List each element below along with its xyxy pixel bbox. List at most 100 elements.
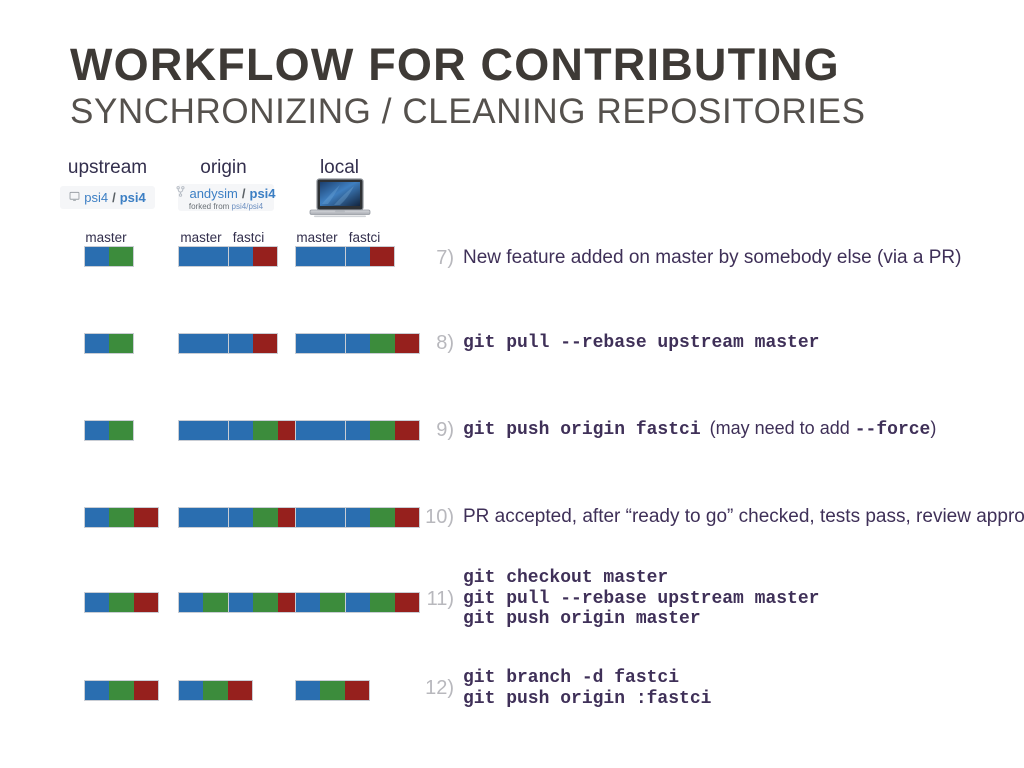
branch-label-upstream-master: master bbox=[85, 230, 127, 245]
step-body: git pull --rebase upstream master bbox=[463, 330, 819, 356]
step-number: 11) bbox=[426, 587, 454, 610]
commit-segment-green bbox=[370, 593, 395, 612]
step-number: 9) bbox=[436, 419, 454, 441]
commit-segment-red bbox=[133, 681, 158, 700]
step-number: 7) bbox=[436, 247, 454, 269]
step-text: New feature added on master by somebody … bbox=[463, 247, 962, 268]
commit-bar-local-master bbox=[295, 680, 370, 701]
commit-segment-green bbox=[253, 508, 278, 527]
commit-segment-red bbox=[253, 247, 277, 266]
step-item: 9) git push origin fastci (may need to add… bbox=[420, 417, 936, 443]
commit-segment-green bbox=[109, 593, 134, 612]
step-command-row: git push origin fastci (may need to add -… bbox=[463, 417, 936, 443]
commit-segment-green bbox=[253, 421, 278, 440]
column-header-local: local bbox=[319, 157, 360, 178]
commit-segment-green bbox=[370, 421, 395, 440]
commit-segment-blue bbox=[85, 334, 109, 353]
repo-name-origin: psi4 bbox=[249, 185, 276, 201]
commit-segment-red bbox=[394, 421, 419, 440]
fork-note: forked from psi4/psi4 bbox=[189, 203, 263, 211]
commit-segment-blue bbox=[296, 681, 321, 700]
commit-segment-blue bbox=[229, 593, 254, 612]
commit-segment-green bbox=[203, 681, 228, 700]
step-number: 10) bbox=[425, 506, 454, 528]
step-note-suffix: ) bbox=[930, 418, 937, 438]
step-command-line: git push origin :fastci bbox=[463, 688, 712, 709]
commit-segment-green bbox=[370, 508, 395, 527]
commit-segment-blue bbox=[229, 247, 253, 266]
commit-segment-red bbox=[394, 334, 419, 353]
page-subtitle: SYNCHRONIZING / CLEANING REPOSITORIES bbox=[70, 91, 866, 131]
commit-bar-upstream-master bbox=[84, 246, 134, 267]
commit-segment-blue bbox=[85, 593, 110, 612]
repo-name-upstream: psi4 bbox=[119, 190, 146, 205]
repo-badge-upstream[interactable]: psi4 / psi4 bbox=[60, 186, 155, 209]
column-header-origin: origin bbox=[200, 157, 247, 178]
commit-bar-local-fastci bbox=[345, 333, 420, 354]
commit-segment-green bbox=[320, 593, 345, 612]
commit-segment-blue bbox=[346, 421, 371, 440]
step-number: 8) bbox=[436, 332, 454, 354]
book-icon bbox=[69, 189, 80, 207]
commit-segment-blue bbox=[229, 421, 254, 440]
commit-bar-upstream-master bbox=[84, 507, 159, 528]
commit-bar-local-fastci bbox=[345, 420, 420, 441]
commit-segment-red bbox=[344, 681, 369, 700]
commit-segment-green bbox=[370, 334, 395, 353]
step-body: PR accepted, after “ready to go” checked… bbox=[463, 504, 1024, 530]
commit-segment-green bbox=[109, 508, 134, 527]
commit-segment-red bbox=[133, 593, 158, 612]
commit-segment-green bbox=[253, 593, 278, 612]
commit-segment-green bbox=[203, 593, 228, 612]
branch-label-local-fastci: fastci bbox=[348, 230, 381, 245]
step-command-line: git branch -d fastci bbox=[463, 668, 680, 688]
commit-segment-blue bbox=[346, 334, 371, 353]
commit-bar-upstream-master bbox=[84, 592, 159, 613]
commit-segment-blue bbox=[346, 247, 370, 266]
step-command-line: git checkout master bbox=[463, 568, 669, 588]
step-note-prefix: (may need to add bbox=[709, 418, 855, 438]
repo-separator-origin: / bbox=[241, 185, 246, 201]
step-command-line: git push origin master bbox=[463, 609, 701, 629]
column-header-upstream: upstream bbox=[67, 157, 148, 178]
commit-bar-local-fastci bbox=[345, 246, 395, 267]
title-block: WORKFLOW FOR CONTRIBUTING SYNCHRONIZING … bbox=[70, 42, 970, 131]
commit-segment-blue bbox=[296, 593, 321, 612]
step-item: 8) git pull --rebase upstream master bbox=[420, 330, 819, 356]
fork-icon bbox=[176, 184, 185, 202]
commit-bar-origin-fastci bbox=[228, 507, 303, 528]
repo-separator-upstream: / bbox=[112, 190, 116, 205]
commit-bar-upstream-master bbox=[84, 333, 134, 354]
step-item: 7) New feature added on master by somebod… bbox=[420, 245, 961, 271]
branch-label-origin-fastci: fastci bbox=[232, 230, 265, 245]
fork-note-link: psi4/psi4 bbox=[231, 202, 264, 211]
commit-bar-upstream-master bbox=[84, 420, 134, 441]
step-note-command: --force bbox=[854, 420, 931, 440]
commit-segment-red bbox=[253, 334, 277, 353]
step-item: 10) PR accepted, after “ready to go” chec… bbox=[420, 504, 1024, 530]
commit-segment-red bbox=[133, 508, 158, 527]
commit-segment-blue bbox=[85, 421, 109, 440]
step-text: PR accepted, after “ready to go” checked… bbox=[463, 506, 1024, 527]
commit-segment-blue bbox=[179, 681, 204, 700]
fork-note-prefix: forked from bbox=[188, 202, 232, 211]
step-body: git push origin fastci (may need to add -… bbox=[463, 417, 936, 443]
commit-segment-blue bbox=[85, 247, 109, 266]
repo-badge-origin[interactable]: andysim / psi4 forked from psi4/psi4 bbox=[176, 184, 276, 211]
commit-segment-blue bbox=[85, 681, 110, 700]
commit-bar-origin-master bbox=[178, 680, 253, 701]
repo-owner-origin: andysim bbox=[189, 185, 238, 201]
commit-segment-red bbox=[370, 247, 394, 266]
commit-bar-origin-fastci bbox=[228, 333, 278, 354]
commit-segment-blue bbox=[229, 334, 253, 353]
page-title: WORKFLOW FOR CONTRIBUTING bbox=[70, 39, 840, 90]
step-command: git push origin fastci bbox=[463, 420, 701, 440]
commit-segment-red bbox=[227, 681, 252, 700]
repo-owner-upstream: psi4 bbox=[84, 190, 109, 205]
commit-segment-blue bbox=[346, 508, 371, 527]
commit-segment-blue bbox=[229, 508, 254, 527]
commit-bar-origin-fastci bbox=[228, 592, 303, 613]
commit-segment-green bbox=[320, 681, 345, 700]
